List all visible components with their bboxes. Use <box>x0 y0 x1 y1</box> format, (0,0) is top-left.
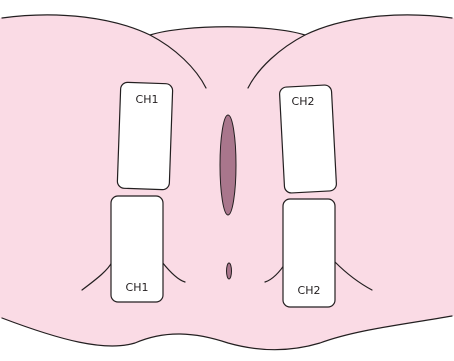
lower-slit <box>227 263 232 279</box>
ch2-upper-label: CH2 <box>292 95 315 108</box>
ch2-lower-pad: CH2 <box>283 199 335 307</box>
ch1-lower-label: CH1 <box>126 281 149 294</box>
ch1-upper-label: CH1 <box>136 93 159 106</box>
upper-slit <box>220 115 236 215</box>
ch1-upper-pad: CH1 <box>117 82 173 190</box>
ch1-lower-pad: CH1 <box>111 196 163 302</box>
ch2-lower-label: CH2 <box>298 284 321 297</box>
ch2-upper-pad: CH2 <box>279 85 336 194</box>
